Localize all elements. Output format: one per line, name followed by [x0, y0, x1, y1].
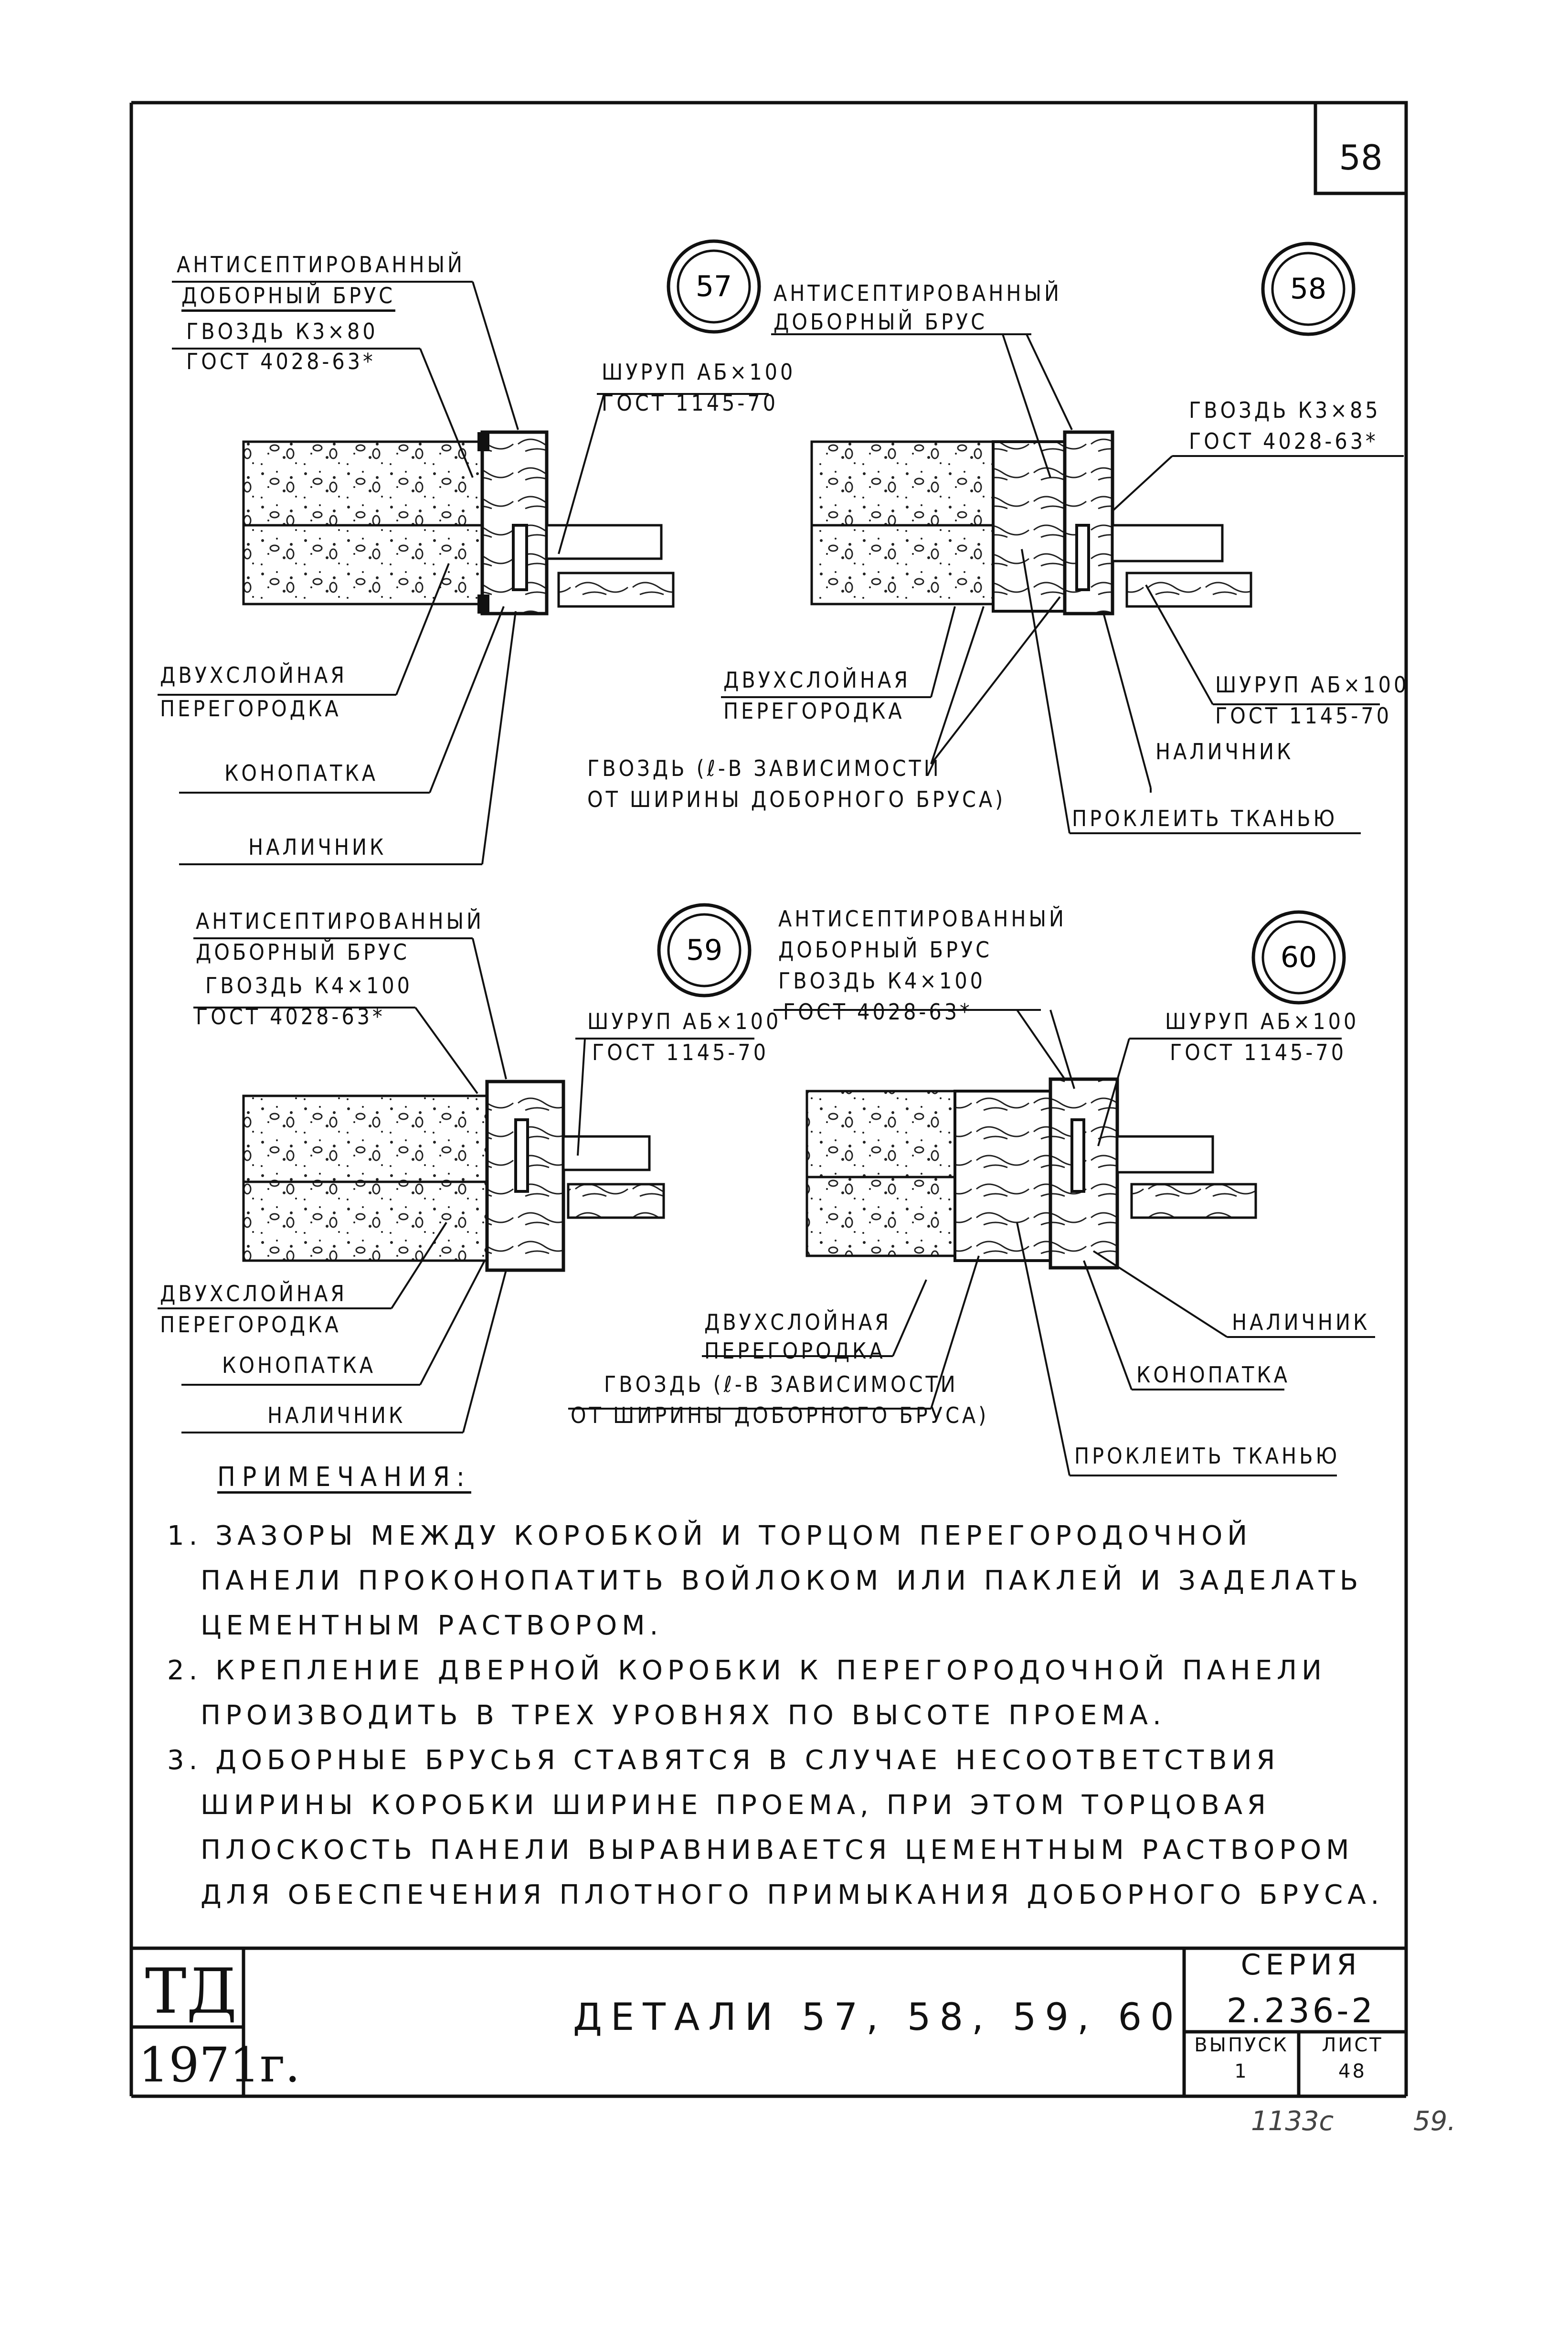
d58-label-screw: ШУРУП АБ×100 — [1215, 672, 1409, 698]
d58-label-fabric: ПРОКЛЕИТЬ ТКАНЬЮ — [1072, 806, 1338, 831]
d57-label-partition: ДВУХСЛОЙНАЯ — [160, 662, 348, 688]
d60-label-caulk: КОНОПАТКА — [1136, 1362, 1291, 1388]
sheet-number: 58 — [1339, 138, 1383, 178]
detail-57-number: 57 — [696, 270, 732, 303]
d58-label-trim: НАЛИЧНИК — [1155, 739, 1294, 764]
d59-label-caulk: КОНОПАТКА — [222, 1352, 376, 1378]
d58-label-antiseptic: АНТИСЕПТИРОВАННЫЙ — [773, 280, 1062, 306]
d60-label-screw-gost: ГОСТ 1145-70 — [1170, 1040, 1347, 1065]
year-stamp: 1971г. — [138, 2037, 300, 2093]
notes: 1. ЗАЗОРЫ МЕЖДУ КОРОБКОЙ И ТОРЦОМ ПЕРЕГО… — [167, 1514, 1409, 1918]
d60-label-screw: ШУРУП АБ×100 — [1165, 1008, 1359, 1034]
detail-59-number: 59 — [686, 934, 722, 967]
detail-57-bubble: 57 — [667, 239, 761, 334]
d60-label-fabric: ПРОКЛЕИТЬ ТКАНЬЮ — [1074, 1443, 1340, 1469]
detail-59-bubble: 59 — [657, 903, 752, 998]
d58-label-screw-gost: ГОСТ 1145-70 — [1215, 703, 1392, 729]
d58-label-nail-gost: ГОСТ 4028-63* — [1189, 428, 1378, 454]
d60-label-trim: НАЛИЧНИК — [1232, 1309, 1370, 1335]
d59-label-board: ДОБОРНЫЙ БРУС — [196, 939, 410, 965]
d60-label-nail: ГВОЗДЬ К4×100 — [778, 968, 985, 994]
detail-58-bubble: 58 — [1261, 242, 1356, 336]
d57-label-partition-2: ПЕРЕГОРОДКА — [160, 696, 341, 722]
d60-label-partition-2: ПЕРЕГОРОДКА — [704, 1338, 886, 1364]
detail-60-drawing — [568, 1009, 1375, 1476]
d60-label-antiseptic: АНТИСЕПТИРОВАННЫЙ — [778, 906, 1067, 932]
detail-60-bubble: 60 — [1251, 910, 1346, 1005]
drawing-title: ДЕТАЛИ 57, 58, 59, 60 — [573, 1996, 1183, 2039]
detail-57-drawing — [158, 281, 769, 865]
d58-label-nail-note: ГВОЗДЬ (ℓ-В ЗАВИСИМОСТИ — [587, 755, 942, 781]
d59-label-nail: ГВОЗДЬ К4×100 — [205, 973, 413, 998]
d58-label-partition: ДВУХСЛОЙНАЯ — [723, 667, 911, 693]
note-2: 2. КРЕПЛЕНИЕ ДВЕРНОЙ КОРОБКИ К ПЕРЕГОРОД… — [167, 1655, 1326, 1731]
d60-label-board: ДОБОРНЫЙ БРУС — [778, 937, 993, 963]
detail-58-number: 58 — [1290, 272, 1326, 306]
d57-label-trim: НАЛИЧНИК — [248, 834, 387, 860]
sheet-label: ЛИСТ — [1322, 2034, 1383, 2056]
d57-label-screw-gost: ГОСТ 1145-70 — [602, 390, 779, 416]
detail-60-number: 60 — [1281, 941, 1317, 974]
org-stamp: ТД — [145, 1955, 237, 2027]
d57-label-antiseptic: АНТИСЕПТИРОВАННЫЙ — [177, 252, 466, 277]
d58-label-partition-2: ПЕРЕГОРОДКА — [723, 698, 905, 724]
d57-label-screw: ШУРУП АБ×100 — [602, 359, 796, 385]
d57-label-nail-gost: ГОСТ 4028-63* — [186, 349, 376, 374]
d59-label-screw: ШУРУП АБ×100 — [587, 1008, 782, 1034]
sheet-frame — [129, 101, 1408, 2098]
d59-label-antiseptic: АНТИСЕПТИРОВАННЫЙ — [196, 908, 485, 934]
series-number: 2.236-2 — [1226, 1991, 1376, 2030]
sheet-in-series: 48 — [1338, 2060, 1367, 2082]
series-label: СЕРИЯ — [1240, 1948, 1362, 1982]
d60-label-partition: ДВУХСЛОЙНАЯ — [704, 1309, 892, 1335]
d57-label-caulk: КОНОПАТКА — [224, 760, 379, 786]
d60-label-nail-note: ГВОЗДЬ (ℓ-В ЗАВИСИМОСТИ — [604, 1371, 958, 1397]
archive-code: 1133с — [1251, 2106, 1334, 2137]
d60-label-nail-gost: ГОСТ 4028-63* — [783, 999, 973, 1025]
d59-label-screw-gost: ГОСТ 1145-70 — [592, 1040, 769, 1065]
d60-label-nail-note-2: ОТ ШИРИНЫ ДОБОРНОГО БРУСА) — [571, 1402, 989, 1428]
notes-heading: ПРИМЕЧАНИЯ: — [217, 1462, 471, 1494]
d58-label-nail-note-2: ОТ ШИРИНЫ ДОБОРНОГО БРУСА) — [587, 786, 1006, 812]
detail-58-drawing — [721, 333, 1404, 834]
d58-label-board: ДОБОРНЫЙ БРУС — [773, 309, 988, 335]
detail-59-drawing — [158, 937, 754, 1433]
d59-label-partition-2: ПЕРЕГОРОДКА — [160, 1312, 341, 1337]
note-3: 3. ДОБОРНЫЕ БРУСЬЯ СТАВЯТСЯ В СЛУЧАЕ НЕС… — [167, 1745, 1384, 1910]
issue-number: 1 — [1234, 2060, 1249, 2082]
d59-label-nail-gost: ГОСТ 4028-63* — [196, 1004, 385, 1030]
d59-label-trim: НАЛИЧНИК — [267, 1402, 406, 1428]
note-1: 1. ЗАЗОРЫ МЕЖДУ КОРОБКОЙ И ТОРЦОМ ПЕРЕГО… — [167, 1520, 1363, 1641]
d58-label-nail: ГВОЗДЬ К3×85 — [1189, 397, 1381, 423]
d57-label-board: ДОБОРНЫЙ БРУС — [181, 282, 396, 312]
d59-label-partition: ДВУХСЛОЙНАЯ — [160, 1281, 348, 1306]
page-number: 59. — [1413, 2106, 1456, 2137]
d57-label-nail: ГВОЗДЬ К3×80 — [186, 318, 378, 344]
issue-label: ВЫПУСК — [1194, 2034, 1289, 2056]
